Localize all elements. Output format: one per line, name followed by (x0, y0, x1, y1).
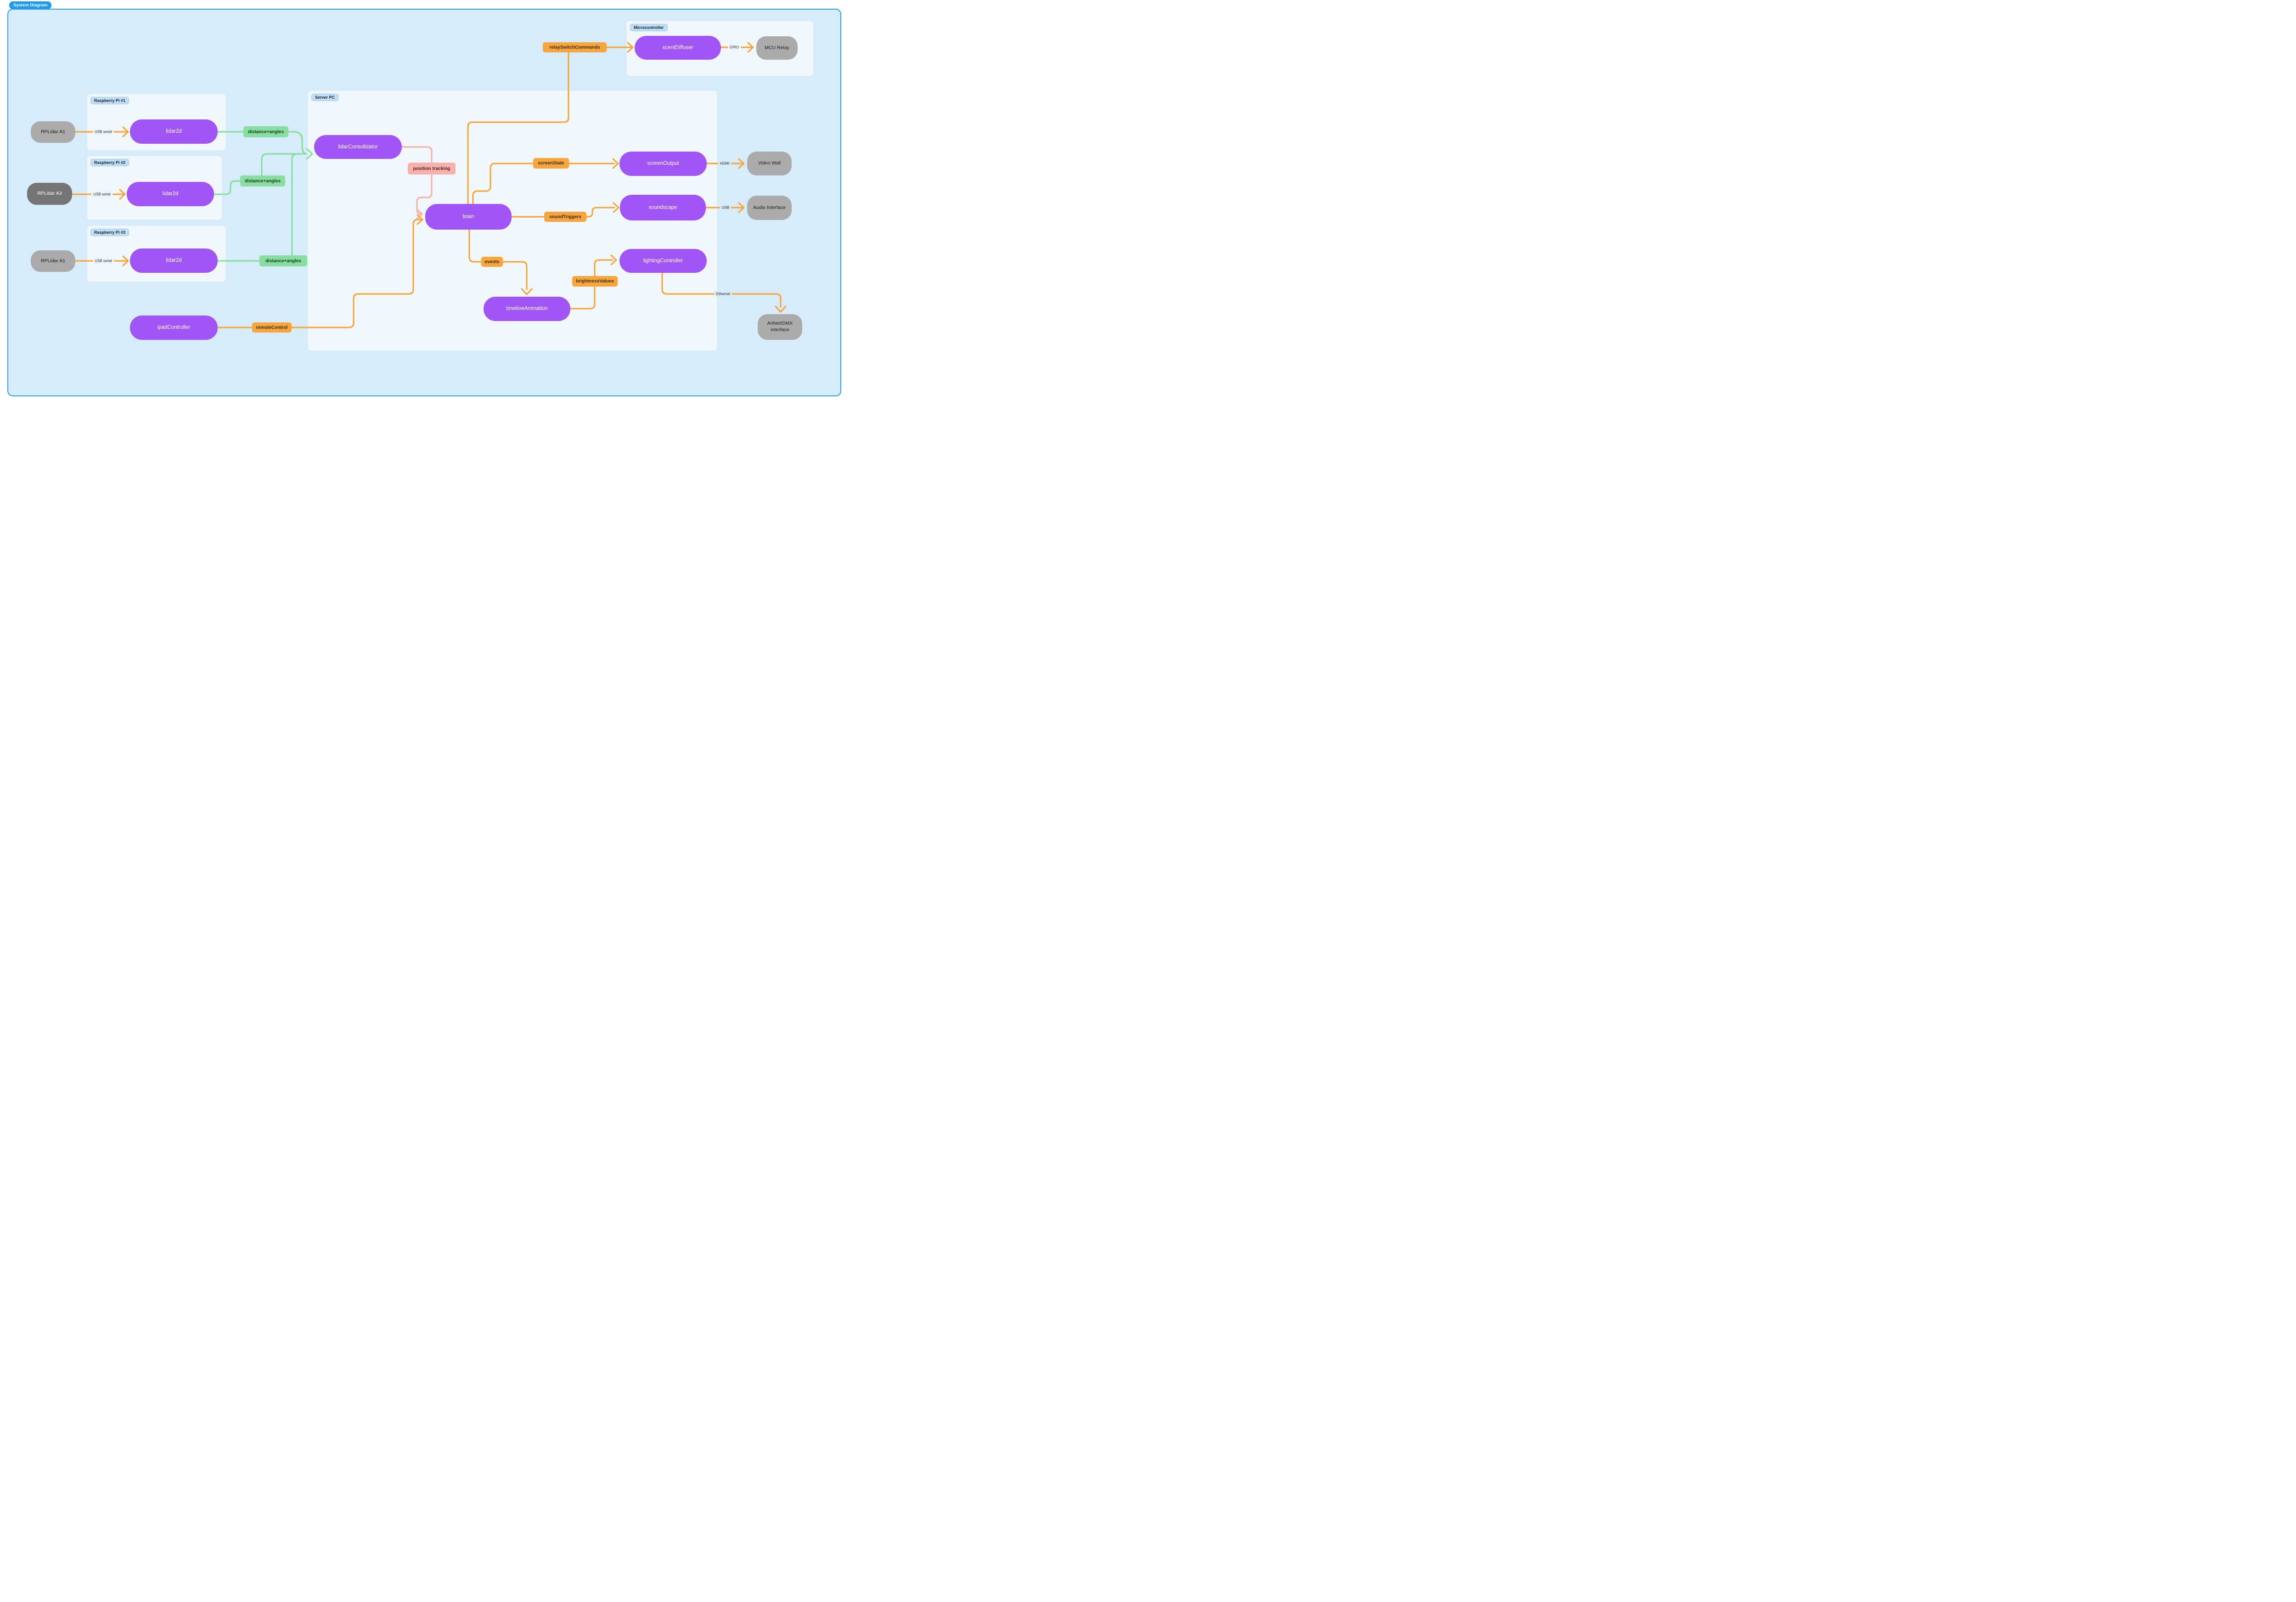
node-mcu-relay[interactable]: MCU Relay (756, 36, 798, 60)
node-rplidar-a3[interactable]: RPLidar A3 (27, 183, 72, 205)
edge-label-usb: USB (720, 205, 732, 210)
edge-badge-position-tracking[interactable]: position tracking (408, 163, 456, 175)
node-artnet-dmx-interface[interactable]: ArtNet/DMX interface (758, 314, 802, 340)
edge-badge-relay-switch-commands[interactable]: relaySwitchCommands (543, 42, 607, 52)
node-lighting-controller[interactable]: lightingController (619, 249, 707, 273)
edge-badge-brightness-values[interactable]: brightnessValues (572, 276, 618, 287)
node-brain[interactable]: brain (425, 204, 512, 230)
node-lidar2d-3[interactable]: lidar2d (130, 248, 218, 273)
node-video-wall[interactable]: Video Wall (747, 152, 792, 175)
node-scent-diffuser[interactable]: scentDiffuser (635, 36, 721, 60)
node-rplidar-a1-3[interactable]: RPLidar A1 (31, 250, 75, 272)
node-lidar2d-1[interactable]: lidar2d (130, 119, 218, 144)
group-raspberry-pi-2-label: Raspberry Pi #2 (90, 159, 129, 166)
node-timeline-animation[interactable]: timelineAnimation (484, 297, 570, 321)
diagram-title-badge[interactable]: System Diagram (9, 1, 52, 9)
edge-label-usb-serial-1: USB serial (93, 129, 114, 135)
node-audio-interface[interactable]: Audio Interface (747, 196, 792, 220)
edge-badge-screen-state[interactable]: screenState (533, 158, 569, 169)
group-microcontroller-label: Microcontroller (630, 24, 668, 31)
group-server-pc-label: Server PC (311, 94, 339, 101)
node-lidar-consolidator[interactable]: lidarConsolidator (314, 135, 402, 159)
edge-badge-remote-control[interactable]: remoteControl (252, 322, 292, 333)
edge-label-gpio: GPIO (727, 45, 741, 50)
node-screen-output[interactable]: screenOutput (619, 152, 707, 176)
edge-label-usb-serial-3: USB serial (93, 258, 114, 264)
node-lidar2d-2[interactable]: lidar2d (127, 182, 214, 206)
edge-badge-distance-angles-1[interactable]: distance+angles (243, 126, 288, 137)
group-raspberry-pi-1-label: Raspberry Pi #1 (90, 97, 129, 104)
node-ipad-controller[interactable]: ipadController (130, 316, 218, 340)
group-raspberry-pi-3-label: Raspberry Pi #3 (90, 229, 129, 236)
diagram-canvas: System Diagram Raspberry Pi #1 Raspberry … (0, 0, 849, 400)
node-rplidar-a1-1[interactable]: RPLidar A1 (31, 121, 75, 143)
edge-badge-distance-angles-3[interactable]: distance+angles (259, 255, 307, 266)
edge-badge-events[interactable]: events (481, 257, 503, 267)
node-soundscape[interactable]: soundscape (620, 195, 706, 220)
edge-badge-distance-angles-2[interactable]: distance+angles (240, 175, 285, 186)
edge-label-hdmi: HDMI (718, 161, 732, 166)
edge-label-ethernet: Ethernet (714, 291, 732, 297)
edge-label-usb-serial-2: USB serial (91, 192, 113, 197)
edge-badge-sound-triggers[interactable]: soundTriggers (544, 212, 586, 222)
